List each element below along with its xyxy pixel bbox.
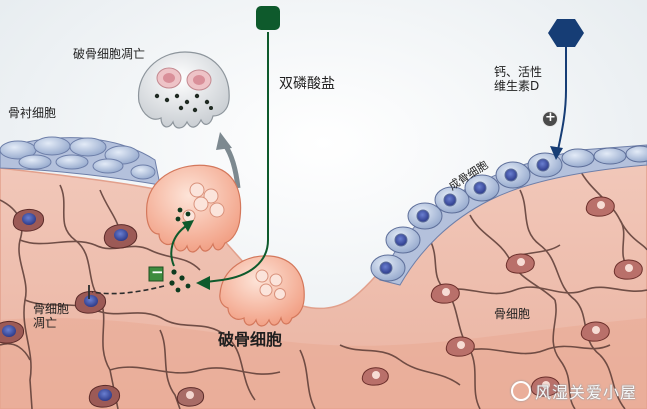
canaliculi [0,169,647,409]
apoptosis-arrow [216,132,241,189]
deep-bone [0,317,647,409]
osteoclast-lower [219,255,305,327]
drug-particles [169,207,191,293]
apoptotic-osteoclast [137,51,230,129]
label-calcium-vitd: 钙、活性 维生素D [494,65,543,93]
label-osteoclast: 破骨细胞 [218,330,283,349]
plus-sign: + [545,110,556,125]
vitd-hexagon-icon [548,19,584,47]
label-bisphosphonate: 双磷酸盐 [279,76,335,92]
osteoblast-layer [370,144,647,286]
bisphosphonate-pathway [196,32,269,290]
label-osteoclast-apoptosis: 破骨细胞凋亡 [73,47,146,61]
plus-sign-icon [542,111,558,127]
lining-cells [0,136,161,186]
vitd-pathway [550,42,567,160]
osteoclast-upper [146,164,242,253]
label-lining-cell: 骨衬细胞 [8,106,57,120]
osteocytes-right [361,196,643,397]
label-osteocyte: 骨细胞 [494,307,531,321]
osteocytes-left [0,209,205,408]
inhibition-arrow [88,285,165,299]
bisphosphonate-icon [256,6,280,30]
wechat-icon [510,381,531,401]
watermark: 风湿关爱小屋 [510,379,637,403]
uptake-arrow [170,220,194,267]
watermark-text: 风湿关爱小屋 [534,383,637,402]
minus-sign-icon [148,266,164,282]
label-osteocyte-apoptosis: 骨细胞 凋亡 [33,302,70,330]
minus-sign: − [151,263,164,281]
